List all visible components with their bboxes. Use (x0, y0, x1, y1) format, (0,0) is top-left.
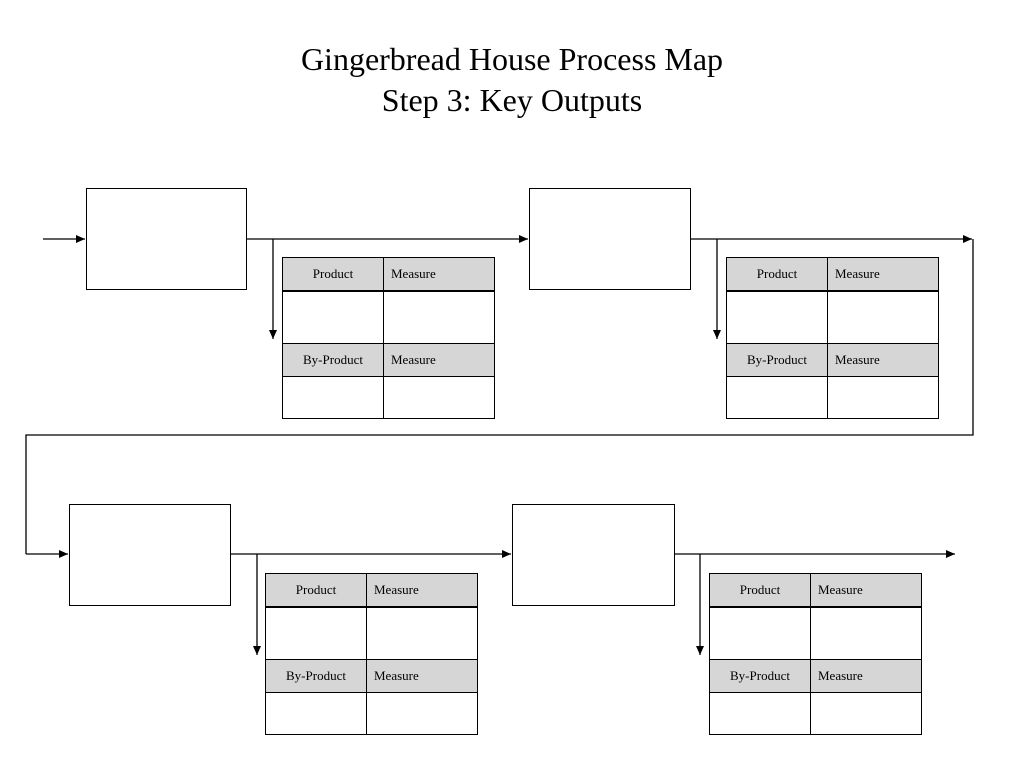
process-step-4-box (512, 504, 675, 606)
product-cell (709, 606, 811, 660)
product-cell (726, 290, 828, 344)
byproduct-cell (265, 692, 367, 735)
output-table-step-4: Product Measure By-Product Measure (709, 573, 922, 735)
output-table-step-2: Product Measure By-Product Measure (726, 257, 939, 419)
output-table-step-1: Product Measure By-Product Measure (282, 257, 495, 419)
product-header: Product (709, 573, 811, 608)
byproduct-cell (709, 692, 811, 735)
product-measure-header: Measure (827, 257, 939, 292)
byproduct-measure-cell (383, 376, 495, 419)
byproduct-measure-cell (366, 692, 478, 735)
wrap-connector (25, 239, 974, 554)
product-measure-cell (366, 606, 478, 660)
product-cell (265, 606, 367, 660)
byproduct-measure-header: Measure (366, 659, 478, 693)
output-table-step-3: Product Measure By-Product Measure (265, 573, 478, 735)
byproduct-cell (726, 376, 828, 419)
product-measure-header: Measure (383, 257, 495, 292)
product-measure-cell (383, 290, 495, 344)
product-measure-cell (810, 606, 922, 660)
process-step-2-box (529, 188, 691, 290)
byproduct-measure-header: Measure (810, 659, 922, 693)
product-header: Product (282, 257, 384, 292)
byproduct-measure-cell (827, 376, 939, 419)
process-step-3-box (69, 504, 231, 606)
byproduct-header: By-Product (726, 343, 828, 377)
byproduct-measure-cell (810, 692, 922, 735)
page-title: Gingerbread House Process Map (300, 41, 724, 77)
page-subtitle: Step 3: Key Outputs (381, 82, 643, 118)
byproduct-header: By-Product (265, 659, 367, 693)
byproduct-header: By-Product (282, 343, 384, 377)
process-step-1-box (86, 188, 247, 290)
product-cell (282, 290, 384, 344)
byproduct-cell (282, 376, 384, 419)
byproduct-measure-header: Measure (827, 343, 939, 377)
byproduct-header: By-Product (709, 659, 811, 693)
product-measure-cell (827, 290, 939, 344)
byproduct-measure-header: Measure (383, 343, 495, 377)
product-header: Product (726, 257, 828, 292)
product-header: Product (265, 573, 367, 608)
product-measure-header: Measure (366, 573, 478, 608)
product-measure-header: Measure (810, 573, 922, 608)
